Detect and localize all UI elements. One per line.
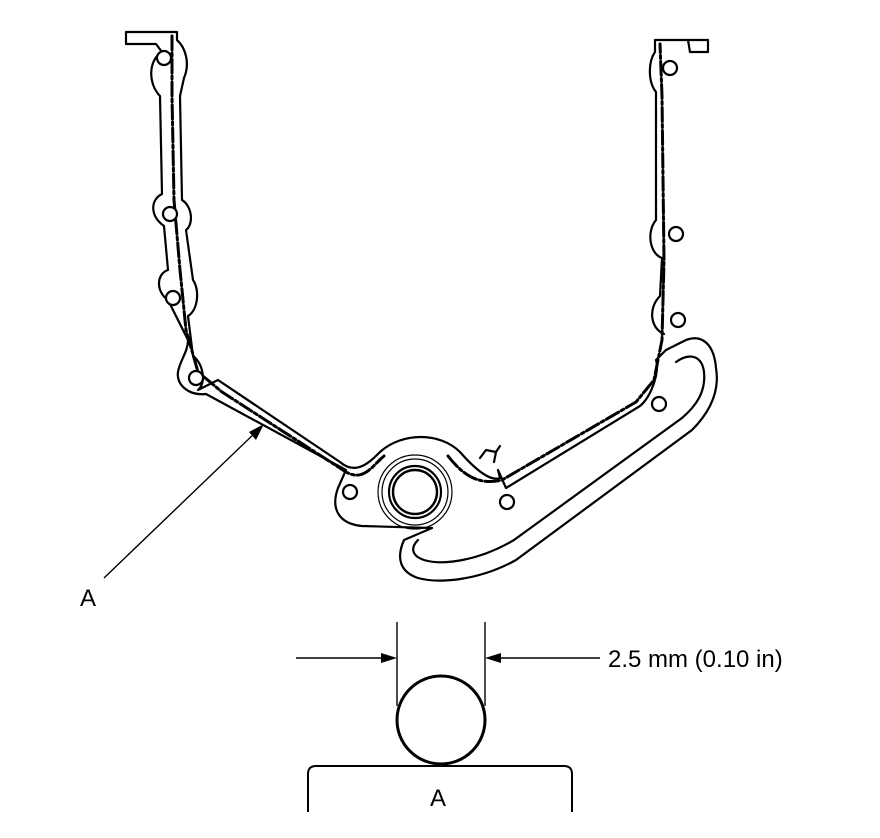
cover-lower-loop bbox=[412, 355, 706, 564]
bolt-hole bbox=[650, 395, 668, 413]
seal-bore-ring bbox=[387, 464, 443, 520]
bolt-hole bbox=[669, 311, 687, 329]
bolt-hole bbox=[161, 205, 179, 223]
cover-right-edge bbox=[648, 38, 710, 336]
seal-bore bbox=[377, 454, 453, 530]
bead-cross-section bbox=[296, 622, 600, 706]
bolt-hole bbox=[498, 493, 516, 511]
section-label: A bbox=[430, 785, 446, 812]
bolt-holes bbox=[155, 49, 687, 511]
cover-outer-edge bbox=[124, 30, 718, 582]
mating-surface bbox=[307, 765, 573, 812]
callout-leader bbox=[103, 424, 264, 579]
leader-arrowhead bbox=[249, 424, 264, 440]
sealant-bead bbox=[395, 674, 487, 766]
bolt-hole bbox=[667, 225, 685, 243]
seal-bore-mid bbox=[381, 458, 449, 526]
dimension-arrow-left bbox=[381, 653, 397, 663]
gasket-bead bbox=[170, 34, 666, 483]
callout-label: A bbox=[80, 585, 96, 612]
cover-outline bbox=[124, 30, 718, 582]
cover-notch bbox=[478, 444, 502, 464]
leader-line bbox=[103, 431, 257, 579]
bolt-hole bbox=[155, 49, 173, 67]
bolt-hole bbox=[661, 59, 679, 77]
seal-bore-inner bbox=[391, 468, 439, 516]
dimension-text: 2.5 mm (0.10 in) bbox=[608, 646, 783, 673]
bolt-hole bbox=[187, 369, 205, 387]
bolt-hole bbox=[164, 289, 182, 307]
seal-bore-outer bbox=[377, 454, 453, 530]
bolt-hole bbox=[341, 483, 359, 501]
dimension-arrow-right bbox=[485, 653, 501, 663]
